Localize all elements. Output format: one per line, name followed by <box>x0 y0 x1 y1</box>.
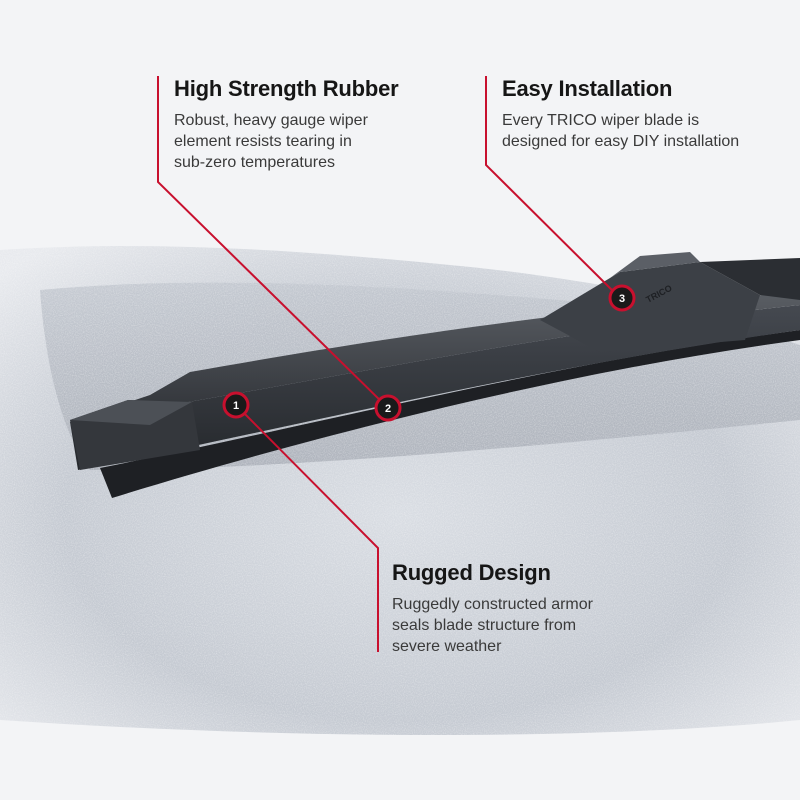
callout-lines <box>157 76 621 652</box>
feature-easy-installation: Easy Installation Every TRICO wiper blad… <box>502 76 772 152</box>
feature-description: Robust, heavy gauge wiper element resist… <box>174 110 414 173</box>
marker-2-label: 2 <box>385 403 391 415</box>
description-line: designed for easy DIY installation <box>502 133 740 150</box>
description-line: Ruggedly constructed armor <box>392 596 593 613</box>
description-line: severe weather <box>392 638 502 655</box>
leader-line-1 <box>235 404 379 652</box>
description-line: Robust, heavy gauge wiper <box>174 112 368 129</box>
description-line: Every TRICO wiper blade is <box>502 112 700 129</box>
feature-rugged-design: Rugged Design Ruggedly constructed armor… <box>392 560 642 657</box>
feature-description: Every TRICO wiper blade is designed for … <box>502 110 772 152</box>
leader-line-2 <box>157 76 389 409</box>
marker-1: 1 <box>222 391 250 419</box>
rubber-element <box>100 330 800 498</box>
feature-title: Rugged Design <box>392 560 551 585</box>
marker-3: 3 <box>608 284 636 312</box>
leader-line-3 <box>485 76 621 299</box>
feature-title: Easy Installation <box>502 76 673 101</box>
feature-description: Ruggedly constructed armor seals blade s… <box>392 594 642 657</box>
feature-high-strength-rubber: High Strength Rubber Robust, heavy gauge… <box>174 76 414 173</box>
marker-1-label: 1 <box>233 400 239 412</box>
description-line: element resists tearing in <box>174 133 352 150</box>
wiper-blade: TRICO <box>70 252 800 498</box>
description-line: seals blade structure from <box>392 617 577 634</box>
description-line: sub-zero temperatures <box>174 154 335 171</box>
marker-2: 2 <box>374 394 402 422</box>
marker-3-label: 3 <box>619 293 625 305</box>
feature-title: High Strength Rubber <box>174 76 399 101</box>
connector-adapter: TRICO <box>540 252 800 352</box>
